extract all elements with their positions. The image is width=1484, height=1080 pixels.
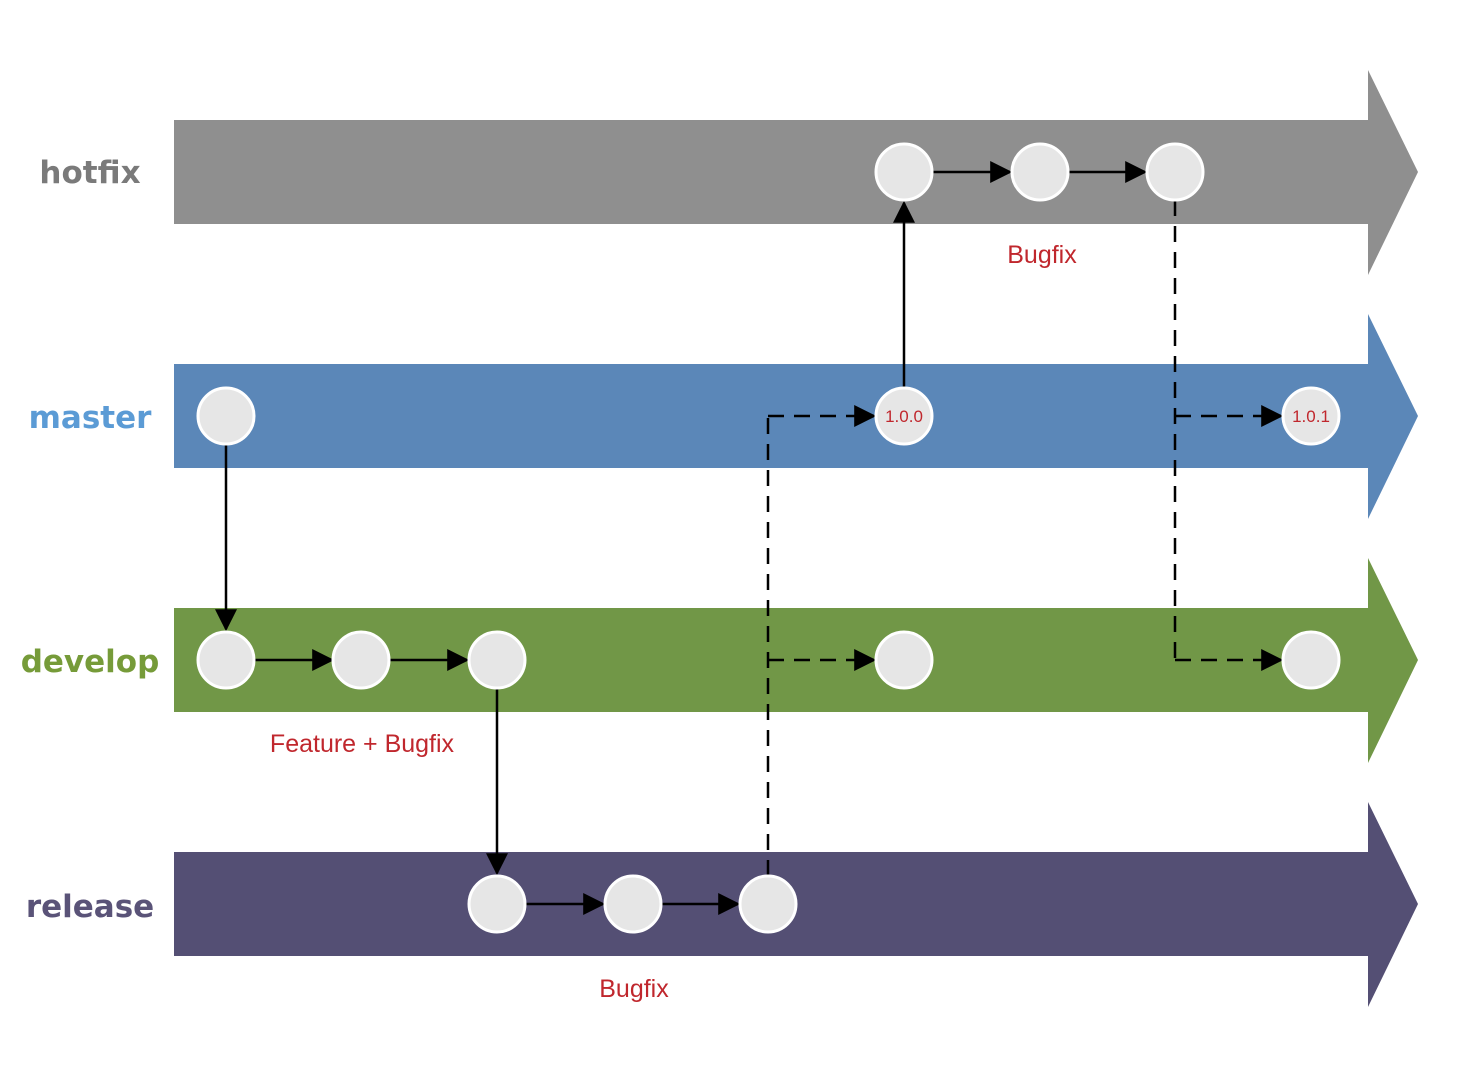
- hotfix-commit-2: [1010, 142, 1070, 202]
- solid-flows: [215, 161, 1148, 915]
- release-bugfix-note: Bugfix: [599, 975, 669, 1003]
- version-label-1-0-0: 1.0.0: [885, 407, 923, 426]
- develop-commit-2: [331, 630, 391, 690]
- hotfix-lane-arrow: [174, 70, 1418, 275]
- hotfix-commit-1: [874, 142, 934, 202]
- hotfix-commit-3: [1145, 142, 1205, 202]
- release-commit-2: [603, 874, 663, 934]
- develop-commit-4: [874, 630, 934, 690]
- develop-commit-3: [467, 630, 527, 690]
- master-lane-label: master: [29, 400, 153, 436]
- master-commit-1: [196, 386, 256, 446]
- hotfix-bugfix-note: Bugfix: [1007, 241, 1077, 269]
- version-label-1-0-1: 1.0.1: [1292, 407, 1330, 426]
- hotfix-lane-label: hotfix: [39, 155, 140, 191]
- master-commit-hotfix: [1281, 386, 1341, 446]
- develop-commit-1: [196, 630, 256, 690]
- release-lane-label: release: [26, 889, 154, 925]
- develop-commit-5: [1281, 630, 1341, 690]
- release-commit-1: [467, 874, 527, 934]
- dashed-merges: [766, 200, 1284, 876]
- commit-nodes: [196, 142, 1341, 934]
- develop-feature-bugfix-note: Feature + Bugfix: [270, 730, 455, 758]
- release-commit-3: [738, 874, 798, 934]
- master-commit-release: [874, 386, 934, 446]
- develop-lane-label: develop: [21, 644, 160, 680]
